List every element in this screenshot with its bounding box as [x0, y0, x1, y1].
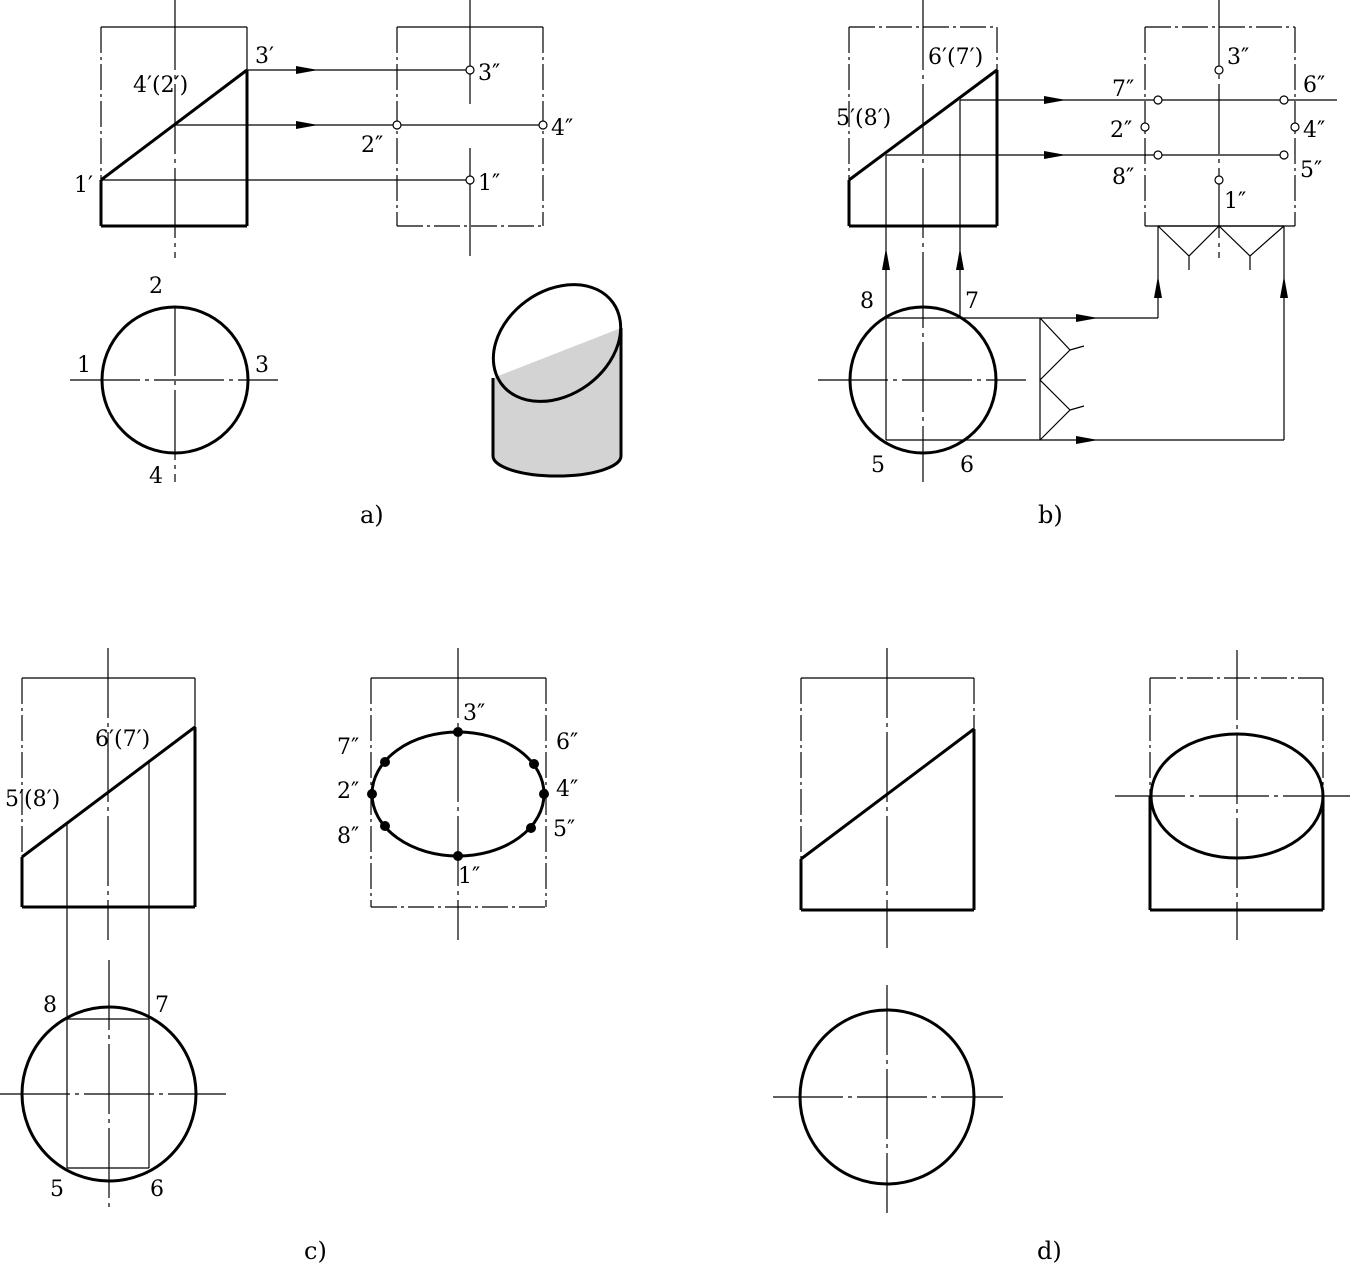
- panel-c-top-view: [0, 960, 226, 1210]
- label-a-2: 2: [149, 274, 163, 299]
- panel-d-front-view: [799, 648, 976, 948]
- label-b-6: 6: [960, 453, 974, 478]
- label-b-3pp: 3″: [1227, 45, 1249, 70]
- label-c-6p7p: 6′(7′): [95, 727, 150, 752]
- panel-a-projection-lines: [101, 66, 543, 181]
- label-c-7pp: 7″: [337, 735, 359, 760]
- label-c-4pp: 4″: [556, 777, 578, 802]
- label-b-8pp: 8″: [1112, 165, 1134, 190]
- label-a-4: 4: [149, 464, 163, 489]
- label-a-4p2p: 4′(2′): [133, 73, 188, 98]
- label-c-5pp: 5″: [553, 817, 575, 842]
- panel-d-side-view: [1115, 650, 1350, 940]
- label-b-8: 8: [860, 289, 874, 314]
- panel-a: 1′ 3′ 4′(2′) 3″ 2″ 4″ 1″ 1 2 3 4 a): [70, 0, 623, 529]
- panel-a-pictorial-cylinder: [491, 283, 623, 478]
- panel-b-top-view: [818, 258, 1026, 482]
- label-c-1pp: 1″: [458, 864, 480, 889]
- panel-c-front-view: [20, 648, 197, 1168]
- panel-a-top-view: [70, 305, 278, 482]
- label-b-5: 5: [871, 453, 885, 478]
- panel-b-side-view: [1140, 0, 1300, 258]
- label-a-1: 1: [77, 353, 91, 378]
- panel-a-front-view: [99, 0, 249, 258]
- panel-b-front-view: [847, 0, 999, 258]
- caption-c: c): [304, 1237, 327, 1265]
- label-b-5p8p: 5′(8′): [836, 106, 891, 131]
- label-c-6pp: 6″: [556, 730, 578, 755]
- label-a-1pp: 1″: [478, 171, 500, 196]
- caption-a: a): [360, 501, 384, 529]
- panel-d: d): [773, 648, 1350, 1265]
- label-c-6: 6: [150, 1177, 164, 1202]
- label-a-3p: 3′: [255, 44, 274, 69]
- label-b-7pp: 7″: [1112, 77, 1134, 102]
- label-c-8: 8: [43, 993, 57, 1018]
- label-b-6pp: 6″: [1303, 73, 1325, 98]
- panel-a-side-view: [392, 0, 548, 256]
- label-b-7: 7: [965, 289, 979, 314]
- label-c-7: 7: [155, 993, 169, 1018]
- caption-b: b): [1038, 501, 1063, 529]
- panel-b-projection-lines: [882, 96, 1337, 444]
- caption-d: d): [1037, 1237, 1062, 1265]
- label-c-2pp: 2″: [337, 779, 359, 804]
- label-b-4pp: 4″: [1303, 118, 1325, 143]
- label-a-3pp: 3″: [478, 61, 500, 86]
- label-c-5: 5: [50, 1177, 64, 1202]
- label-a-3: 3: [255, 353, 269, 378]
- panel-c-side-view: [367, 648, 549, 940]
- panel-b: 5′(8′) 6′(7′) 7″ 6″ 2″ 4″ 8″ 5″ 3″ 1″ 8 …: [818, 0, 1337, 529]
- label-b-1pp: 1″: [1224, 189, 1246, 214]
- panel-d-top-view: [773, 985, 1003, 1213]
- panel-c: 5′(8′) 6′(7′) 8 7 5 6 3″ 7″ 6″ 2″ 4″ 8″ …: [0, 648, 578, 1265]
- label-a-2pp: 2″: [361, 133, 383, 158]
- label-b-6p7p: 6′(7′): [928, 45, 983, 70]
- label-c-8pp: 8″: [337, 824, 359, 849]
- label-b-2pp: 2″: [1110, 118, 1132, 143]
- label-b-5pp: 5″: [1300, 158, 1322, 183]
- label-c-5p8p: 5′(8′): [5, 787, 60, 812]
- label-a-1p: 1′: [74, 173, 93, 198]
- label-a-4pp: 4″: [551, 116, 573, 141]
- label-c-3pp: 3″: [463, 701, 485, 726]
